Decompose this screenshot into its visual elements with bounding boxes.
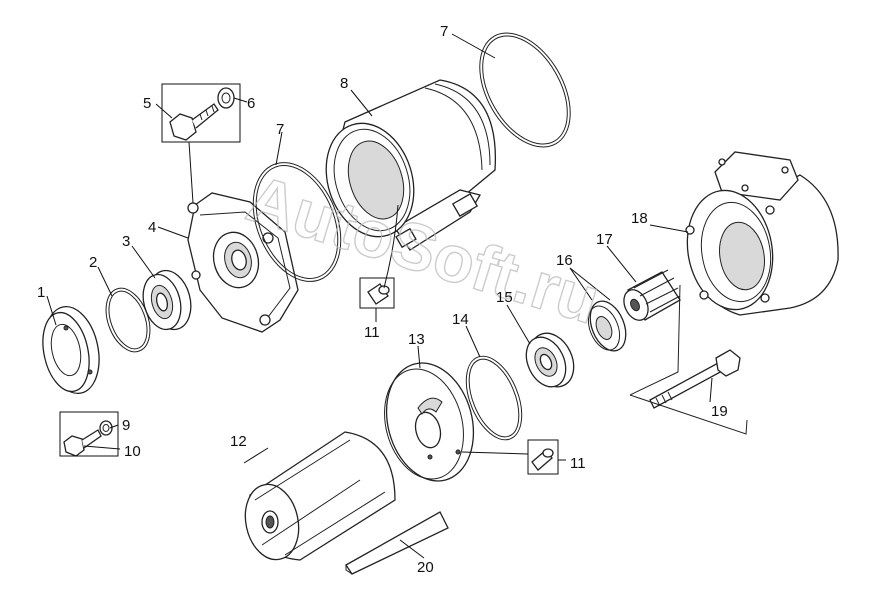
part-15-bearing [525,332,575,388]
part-6-washer [217,87,235,109]
part-7-o-ring-left [252,162,342,282]
callout-2: 2 [89,254,97,271]
part-3-bearing [142,269,192,331]
part-16-seal [587,300,627,352]
callout-box-9-10 [59,411,119,457]
callout-19: 19 [711,403,728,420]
callout-6: 6 [247,95,255,112]
part-13-eccentric-plate [384,362,475,482]
part-10-bolt [63,429,102,457]
callout-11-upper: 11 [364,324,380,341]
part-12-rotor [244,431,396,561]
callout-11-lower: 11 [570,455,586,472]
part-14-o-ring [465,355,523,441]
callout-9: 9 [122,417,130,434]
callout-labels: 1 2 3 4 5 6 7 7 8 9 10 11 11 12 13 14 15… [37,23,728,576]
callout-4: 4 [148,219,156,236]
callout-7-right: 7 [440,23,448,40]
part-7-large-ring [479,32,571,148]
part-20-vane [345,511,449,575]
part-1-end-cover [42,305,100,395]
callout-12: 12 [230,433,247,450]
callout-17: 17 [596,231,613,248]
callout-8: 8 [340,75,348,92]
part-17-coupling [623,269,681,321]
part-5-bolt [169,103,219,141]
part-19-bracket [629,284,748,435]
callout-box-5-6 [161,83,241,143]
part-19-long-bolt [649,349,741,409]
callout-13: 13 [408,331,425,348]
callout-18: 18 [631,210,648,227]
callout-3: 3 [122,233,130,250]
callout-7-left: 7 [276,121,284,138]
part-11-pin-lower [531,448,554,471]
part-11-pin-upper [367,283,390,305]
callout-15: 15 [496,289,513,306]
callout-10: 10 [124,443,141,460]
leader-lines [46,33,713,559]
callout-box-11-lower [527,439,559,475]
part-8-stator-housing [325,79,497,251]
part-9-washer [99,420,113,436]
callout-1: 1 [37,284,45,301]
callout-14: 14 [452,311,469,328]
part-4-flange-housing [187,192,299,333]
part-18-pump-housing [685,151,839,316]
callout-box-11-upper [359,277,395,309]
callout-20: 20 [417,559,434,576]
callout-16: 16 [556,252,573,269]
callout-5: 5 [143,95,151,112]
